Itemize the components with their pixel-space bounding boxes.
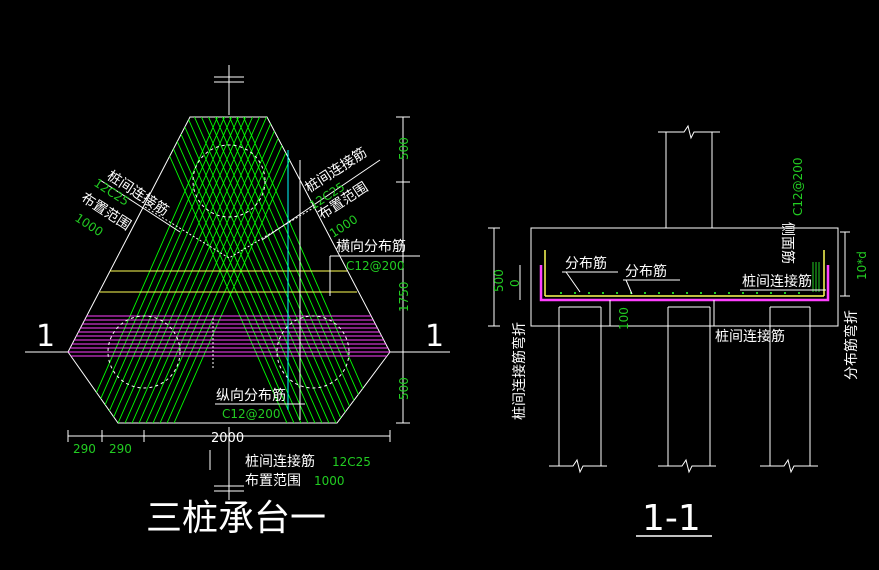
rebar-line xyxy=(107,117,254,423)
label-dist-bend: 分布筋弯折 xyxy=(843,310,860,380)
inter-pile-rebar-section xyxy=(539,265,830,302)
piles-section xyxy=(549,306,818,474)
label-inter-pile-bend: 桩间连接筋弯折 xyxy=(511,322,528,420)
rebar-line xyxy=(163,117,310,423)
section-marker-left: 1 xyxy=(36,319,55,354)
rebar-line xyxy=(158,117,305,423)
dim-vertical-ticks xyxy=(396,116,410,424)
label-inter-pile-section: 桩间连接筋 xyxy=(742,273,812,290)
dim-height-value: 500 xyxy=(492,269,506,292)
rebar-line xyxy=(193,117,340,423)
pile-bottom-right xyxy=(276,315,350,389)
label-longitudinal-dist: 纵向分布筋 xyxy=(216,387,286,404)
dim-horizontal-ticks xyxy=(67,430,391,442)
pile-bottom-left xyxy=(107,315,181,389)
rebar-line xyxy=(186,117,333,423)
rebar-line xyxy=(135,117,282,423)
rebar-line xyxy=(149,117,296,423)
cap-section xyxy=(530,227,839,327)
dim-zero-value: 0 xyxy=(508,279,522,287)
leader-dist-1b xyxy=(565,271,581,293)
dim-middle-value: 1750 xyxy=(397,281,411,312)
rebar-bands xyxy=(68,117,390,423)
label-dist-2: 分布筋 xyxy=(625,263,667,280)
rebar-line xyxy=(200,117,347,423)
rebar-line xyxy=(221,117,368,423)
plan-view: 1 1 500 1750 500 2000 290 290 桩间连接筋 12C2… xyxy=(25,65,450,539)
rebar-band-bottom xyxy=(68,315,390,357)
rebar-inter-pile-bottom: 12C25 xyxy=(332,455,371,469)
leader-left xyxy=(99,179,181,233)
dim-left-2-value: 290 xyxy=(109,442,132,456)
plan-title: 三桩承台一 xyxy=(146,498,326,539)
rebar-line xyxy=(172,117,319,423)
rebar-line xyxy=(114,117,261,423)
rebar-line xyxy=(142,117,289,423)
section-marker-right: 1 xyxy=(425,319,444,354)
dim-total-width-value: 2000 xyxy=(211,431,244,446)
section-title: 1-1 xyxy=(642,498,701,539)
rebar-line xyxy=(128,117,275,423)
rebar-line xyxy=(86,117,233,423)
label-dist-1: 分布筋 xyxy=(565,255,607,272)
value-range-bottom: 1000 xyxy=(314,474,345,488)
pile-top xyxy=(192,144,266,218)
label-inter-pile-below: 桩间连接筋 xyxy=(715,328,785,345)
rebar-line xyxy=(151,117,298,423)
rebar-band-left xyxy=(144,117,382,423)
column-break xyxy=(658,124,720,140)
rebar-transverse-dist: C12@200 xyxy=(346,259,405,273)
side-face-ties xyxy=(812,262,820,292)
dim-bottom-value: 500 xyxy=(397,377,411,400)
leader-right xyxy=(261,159,381,241)
dim-100-value: 100 xyxy=(617,307,631,330)
rebar-line xyxy=(235,117,382,423)
rebar-line xyxy=(156,117,303,423)
label-range-bottom: 布置范围 xyxy=(245,472,301,489)
rebar-side-face: C12@200 xyxy=(791,157,805,216)
rebar-longitudinal-dist: C12@200 xyxy=(222,407,281,421)
label-transverse-dist: 横向分布筋 xyxy=(336,238,406,255)
dim-top-value: 500 xyxy=(397,137,411,160)
rebar-line xyxy=(207,117,354,423)
section-view: 分布筋 分布筋 桩间连接筋 桩间连接筋 侧面筋 C12@200 10*d 分布筋… xyxy=(488,124,869,539)
dim-bend-value: 10*d xyxy=(855,251,869,280)
rebar-band-right xyxy=(79,117,317,423)
leader-dist-2b xyxy=(625,279,633,295)
rebar-line xyxy=(165,117,312,423)
label-side-face: 侧面筋 xyxy=(779,222,796,264)
rebar-line xyxy=(228,117,375,423)
rebar-line xyxy=(100,117,247,423)
label-inter-pile-bottom: 桩间连接筋 xyxy=(245,453,315,470)
dim-left-1-value: 290 xyxy=(73,442,96,456)
rebar-line xyxy=(79,117,226,423)
rebar-line xyxy=(179,117,326,423)
rebar-line xyxy=(93,117,240,423)
rebar-line xyxy=(121,117,268,423)
